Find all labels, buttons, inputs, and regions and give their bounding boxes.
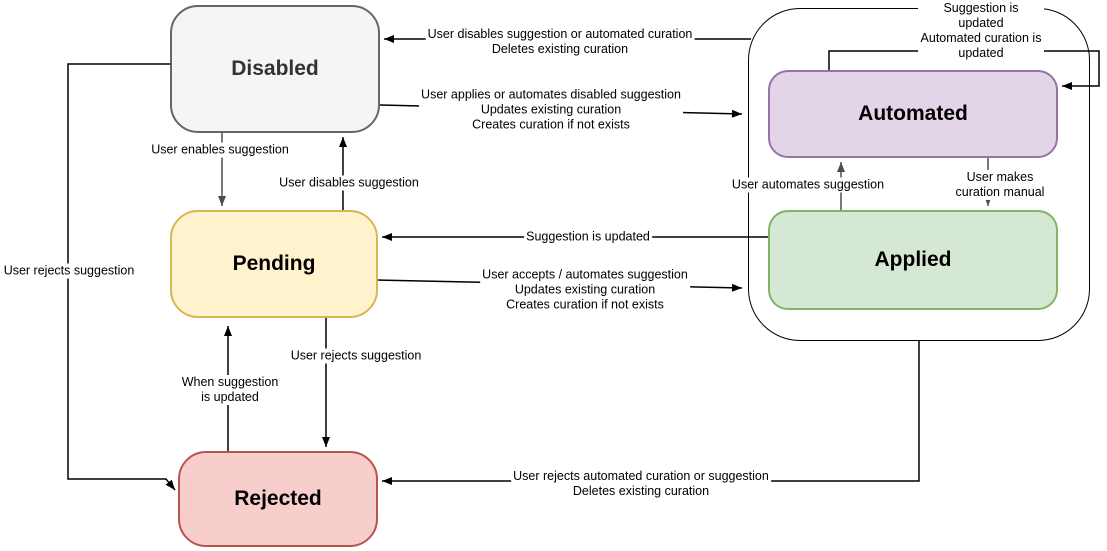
edge-label-rejected-to-pending: When suggestion is updated: [179, 375, 281, 405]
state-automated: Automated: [768, 70, 1058, 158]
edge-label-automated-to-applied: User makes curation manual: [946, 170, 1054, 200]
edge-label-pending-to-rejected: User rejects suggestion: [288, 348, 424, 364]
edge-label-disabled-to-pending: User enables suggestion: [149, 142, 291, 158]
edge-label-applied-to-automated: User automates suggestion: [729, 177, 887, 193]
state-pending: Pending: [170, 210, 378, 318]
edge-label-curation-group-to-disabled: User disables suggestion or automated cu…: [425, 27, 695, 57]
edge-disabled-to-rejected: [67, 63, 176, 491]
edge-label-pending-to-disabled: User disables suggestion: [277, 175, 421, 191]
state-rejected: Rejected: [178, 451, 378, 547]
state-applied: Applied: [768, 210, 1058, 310]
edge-label-automated-self-loop: Suggestion is updated Automated curation…: [918, 1, 1044, 61]
edge-label-disabled-to-curation-group: User applies or automates disabled sugge…: [419, 87, 683, 133]
edge-label-curation-group-to-rejected: User rejects automated curation or sugge…: [511, 469, 771, 499]
edge-label-disabled-to-rejected: User rejects suggestion: [1, 263, 137, 279]
state-disabled: Disabled: [170, 5, 380, 133]
edge-automated-self-loop: [828, 50, 1100, 90]
edge-label-applied-to-pending: Suggestion is updated: [524, 229, 652, 245]
edge-label-pending-to-curation-group: User accepts / automates suggestion Upda…: [480, 267, 690, 313]
edge-curation-group-to-rejected: [382, 341, 920, 485]
